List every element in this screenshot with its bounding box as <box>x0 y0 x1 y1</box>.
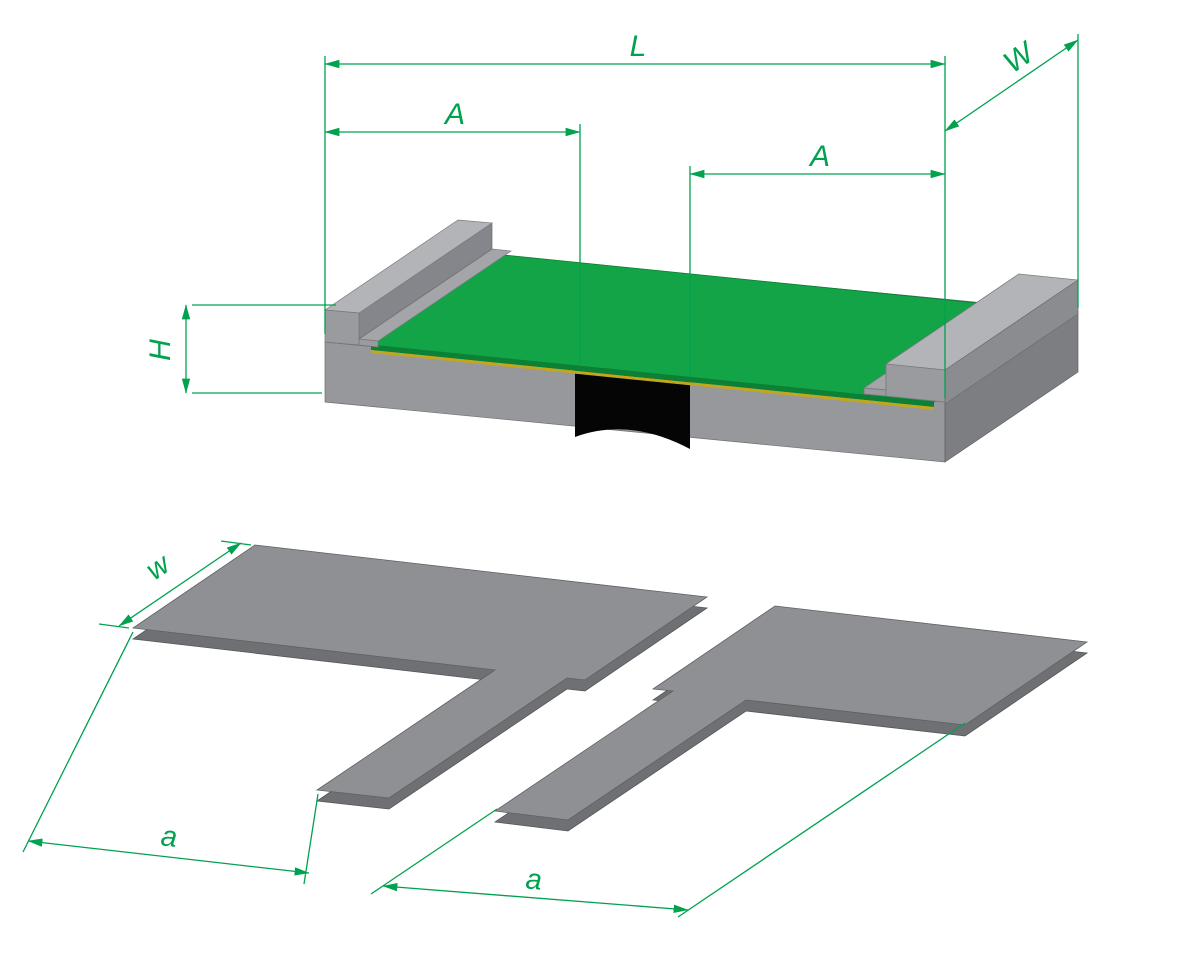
extension-line-front <box>98 623 130 629</box>
marking-window <box>575 366 690 449</box>
left-terminal-ridge-front <box>324 309 360 346</box>
glass-layer-edge <box>371 350 934 410</box>
dimension-label-pad-length-right: a <box>524 863 543 896</box>
dimension-label-terminal-right: A <box>808 140 830 173</box>
extension-line-right <box>677 722 966 918</box>
right-terminal-ridge-front <box>885 363 946 403</box>
extension-line-left <box>22 631 134 853</box>
resist-layer-front-edge <box>371 345 934 407</box>
dimension-line <box>27 838 310 876</box>
dimension-line <box>382 882 689 914</box>
dimension-label-height: H <box>144 339 177 361</box>
dimension-line <box>944 39 1079 132</box>
dimension-H: H <box>144 304 336 394</box>
dimension-label-pad-width: w <box>140 547 177 586</box>
dimension-a-left: a <box>22 631 319 885</box>
dimension-a-right: a <box>370 722 966 918</box>
dimension-A-left: A <box>324 98 581 364</box>
extension-line-left <box>370 808 498 895</box>
solder-land-pattern <box>131 544 1089 832</box>
extension-line-right <box>303 793 319 885</box>
dimension-label-terminal-left: A <box>443 98 465 131</box>
dimension-label-length: L <box>630 30 647 63</box>
dimension-W: W <box>944 34 1079 308</box>
left-pad-top <box>131 544 709 799</box>
chip-resistor-isometric <box>323 219 1080 463</box>
dimension-label-width: W <box>998 35 1042 80</box>
dimension-label-pad-length-left: a <box>159 820 179 854</box>
dimension-line <box>118 542 242 627</box>
extension-line-back <box>220 540 252 546</box>
dimension-A-right: A <box>689 140 946 375</box>
right-pad-top <box>493 605 1089 821</box>
